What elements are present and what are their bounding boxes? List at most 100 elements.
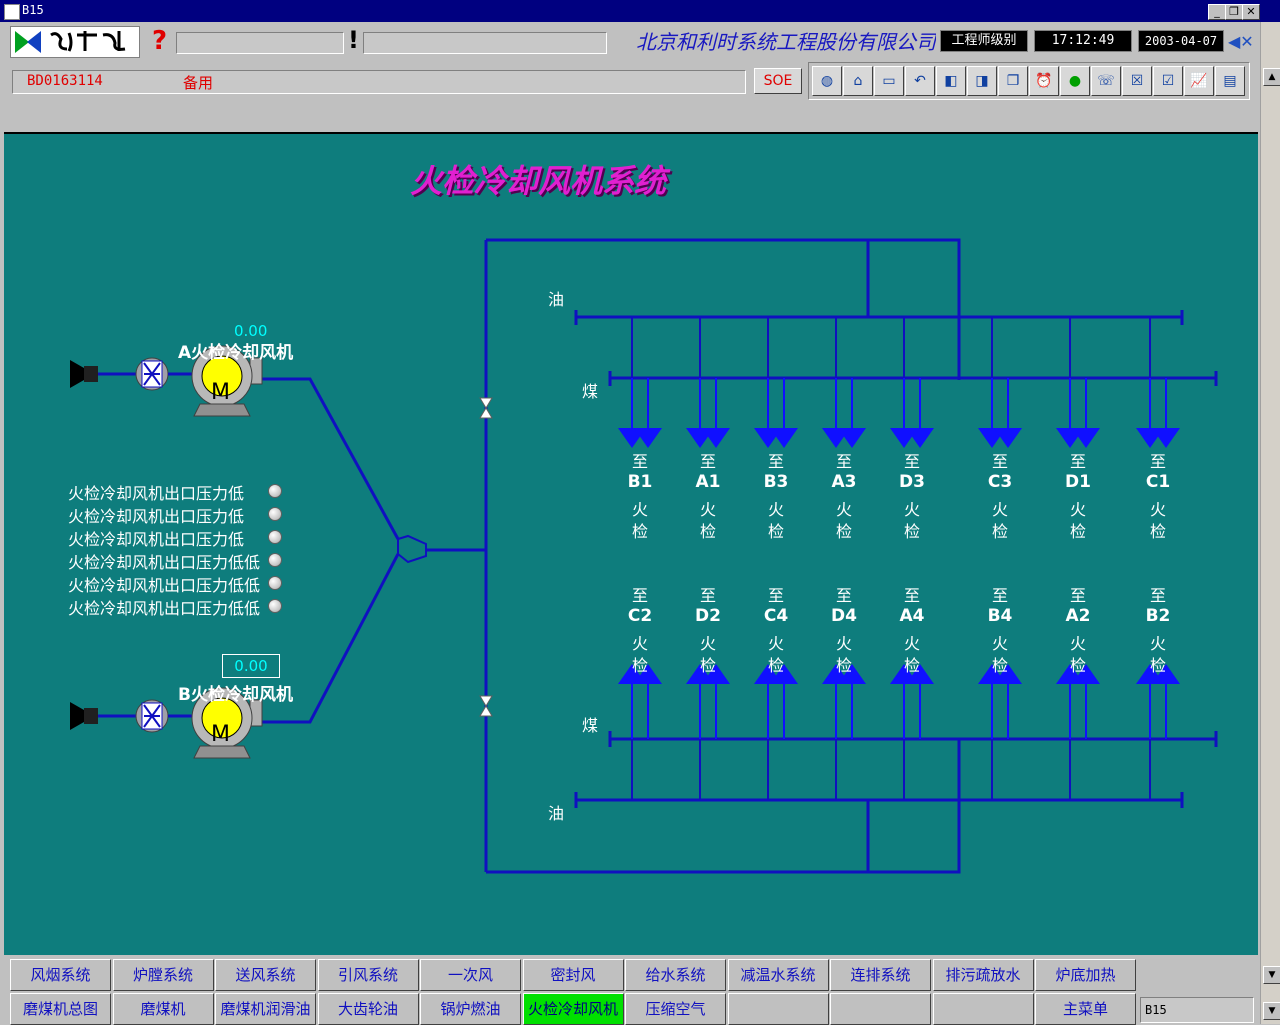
menu-button-密封风[interactable]: 密封风 xyxy=(522,959,624,991)
menu-button-磨煤机[interactable]: 磨煤机 xyxy=(112,993,214,1025)
bus-icon[interactable]: ▭ xyxy=(874,66,904,96)
menu-button-一次风[interactable]: 一次风 xyxy=(420,959,521,991)
minimize-button[interactable]: _ xyxy=(1208,4,1226,20)
home-icon[interactable]: ⌂ xyxy=(843,66,873,96)
target-to-label: 至 xyxy=(767,452,784,471)
scroll-down-button[interactable]: ▼ xyxy=(1263,966,1280,984)
fan-a-value: 0.00 xyxy=(234,322,268,340)
vertical-scrollbar[interactable]: ▲ ▼ ▼ xyxy=(1260,22,1280,1024)
scroll-down-button-2[interactable]: ▼ xyxy=(1263,1002,1280,1020)
target-bottom-A4: A4 xyxy=(899,606,925,626)
alarm-text: 火检冷却风机出口压力低低 xyxy=(68,576,261,595)
menu-button-empty[interactable] xyxy=(727,993,829,1025)
target-bottom-D4: D4 xyxy=(831,606,857,626)
combiner-fitting xyxy=(397,534,427,564)
status-field-1 xyxy=(176,32,344,54)
target-fire-label: 火 xyxy=(767,634,784,653)
target-top-A3: A3 xyxy=(831,472,857,492)
alarm-clear-icon[interactable]: ☒ xyxy=(1122,66,1152,96)
clock-time: 17:12:49 xyxy=(1034,30,1132,52)
target-to-label: 至 xyxy=(699,452,716,471)
maximize-button[interactable]: ❐ xyxy=(1225,4,1243,20)
fan-b-label: B火检冷却风机 xyxy=(178,685,293,705)
menu-bar: 风烟系统炉膛系统送风系统引风系统一次风密封风给水系统减温水系统连排系统排污疏放水… xyxy=(0,955,1260,1025)
alarm-lamp xyxy=(268,484,282,498)
toolbar-icon-group xyxy=(808,62,1250,100)
menu-button-风烟系统[interactable]: 风烟系统 xyxy=(10,959,111,991)
fan-b-value[interactable]: 0.00 xyxy=(222,654,280,678)
page-next-icon[interactable]: ◨ xyxy=(967,66,997,96)
menu-button-引风系统[interactable]: 引风系统 xyxy=(317,959,419,991)
top-coal-header xyxy=(608,371,1218,386)
menu-button-炉底加热[interactable]: 炉底加热 xyxy=(1035,959,1136,991)
scroll-up-button[interactable]: ▲ xyxy=(1263,68,1280,86)
menu-button-锅炉燃油[interactable]: 锅炉燃油 xyxy=(420,993,521,1025)
green-status-icon[interactable]: ● xyxy=(1060,66,1090,96)
target-fire-label: 火 xyxy=(991,634,1008,653)
menu-button-送风系统[interactable]: 送风系统 xyxy=(215,959,316,991)
target-fire-label: 火 xyxy=(1149,500,1166,519)
menu-button-empty[interactable] xyxy=(932,993,1034,1025)
target-check-label: 检 xyxy=(991,656,1008,675)
target-check-label: 检 xyxy=(835,656,852,675)
alarm-ack-icon[interactable]: ☑ xyxy=(1153,66,1183,96)
target-fire-label: 火 xyxy=(835,500,852,519)
target-top-C1: C1 xyxy=(1145,472,1171,492)
alarm-lamp xyxy=(268,507,282,521)
trend-icon[interactable]: 📈 xyxy=(1184,66,1214,96)
menu-button-火检冷却风机[interactable]: 火检冷却风机 xyxy=(522,993,624,1025)
alarm-text: 火检冷却风机出口压力低低 xyxy=(68,553,261,572)
alarm-lamp xyxy=(268,553,282,567)
menu-button-压缩空气[interactable]: 压缩空气 xyxy=(625,993,726,1025)
soe-button[interactable]: SOE xyxy=(754,68,802,94)
target-fire-label: 火 xyxy=(835,634,852,653)
fan-b xyxy=(70,687,263,759)
close-button[interactable]: ✕ xyxy=(1242,4,1260,20)
fan-b-outlet-pipe xyxy=(260,553,400,724)
target-check-label: 检 xyxy=(835,522,852,541)
target-check-label: 检 xyxy=(631,656,648,675)
target-to-label: 至 xyxy=(1149,452,1166,471)
target-top-C3: C3 xyxy=(987,472,1013,492)
target-top-B1: B1 xyxy=(627,472,653,492)
target-check-label: 检 xyxy=(631,522,648,541)
menu-button-给水系统[interactable]: 给水系统 xyxy=(625,959,726,991)
report-icon[interactable]: ▤ xyxy=(1215,66,1245,96)
copy-icon[interactable]: ❐ xyxy=(998,66,1028,96)
target-fire-label: 火 xyxy=(1069,500,1086,519)
menu-button-连排系统[interactable]: 连排系统 xyxy=(830,959,931,991)
menu-button-减温水系统[interactable]: 减温水系统 xyxy=(727,959,829,991)
page-prev-icon[interactable]: ◧ xyxy=(936,66,966,96)
alarm-lamp xyxy=(268,599,282,613)
process-canvas: M M 火检冷却风机系统 0.00 A火检冷却风机 0.00 B火检冷却风机 油… xyxy=(4,132,1258,957)
menu-button-磨煤机总图[interactable]: 磨煤机总图 xyxy=(10,993,111,1025)
target-check-label: 检 xyxy=(699,522,716,541)
alarm-clock-icon[interactable]: ⏰ xyxy=(1029,66,1059,96)
menu-button-炉膛系统[interactable]: 炉膛系统 xyxy=(112,959,214,991)
tag-id: BD0163114 xyxy=(27,73,103,89)
menu-button-大齿轮油[interactable]: 大齿轮油 xyxy=(317,993,419,1025)
valve-top xyxy=(479,397,493,419)
menu-button-主菜单[interactable]: 主菜单 xyxy=(1035,993,1136,1025)
target-check-label: 检 xyxy=(991,522,1008,541)
menu-button-磨煤机润滑油[interactable]: 磨煤机润滑油 xyxy=(215,993,316,1025)
target-to-label: 至 xyxy=(631,586,648,605)
alarm-list-icon[interactable]: ☏ xyxy=(1091,66,1121,96)
fan-a-outlet-pipe xyxy=(260,377,400,540)
target-to-label: 至 xyxy=(1069,452,1086,471)
help-icon[interactable]: ? xyxy=(152,26,168,56)
target-to-label: 至 xyxy=(1149,586,1166,605)
bottom-coal-header xyxy=(608,731,1218,747)
target-fire-label: 火 xyxy=(631,634,648,653)
warning-icon[interactable]: ! xyxy=(348,26,359,54)
user-level: 工程师级别 xyxy=(940,30,1028,52)
speaker-icon[interactable]: ◀✕ xyxy=(1228,32,1254,51)
alarm-text: 火检冷却风机出口压力低 xyxy=(68,507,245,526)
target-top-D1: D1 xyxy=(1065,472,1091,492)
target-to-label: 至 xyxy=(903,586,920,605)
back-icon[interactable]: ↶ xyxy=(905,66,935,96)
menu-button-empty[interactable] xyxy=(830,993,931,1025)
target-check-label: 检 xyxy=(767,522,784,541)
globe-icon[interactable]: ◍ xyxy=(812,66,842,96)
menu-button-排污疏放水[interactable]: 排污疏放水 xyxy=(932,959,1034,991)
